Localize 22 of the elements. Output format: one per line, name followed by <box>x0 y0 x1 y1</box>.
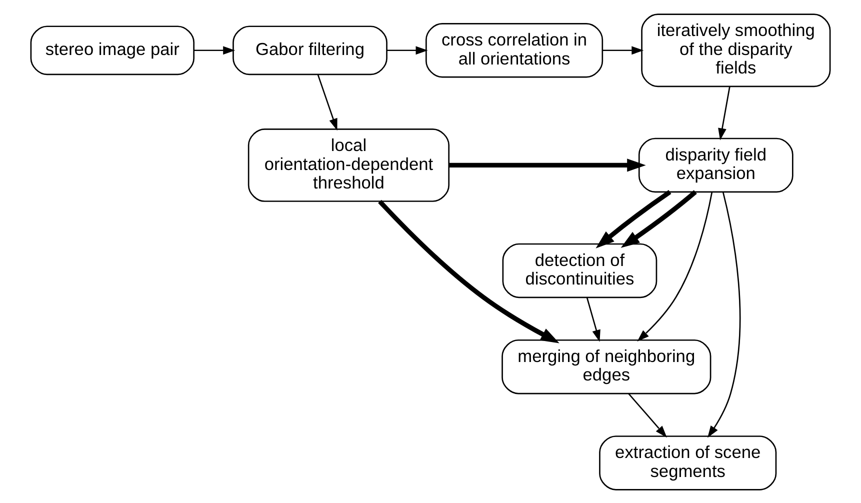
node-box: detection of discontinuities <box>502 242 658 298</box>
arrow <box>718 86 730 140</box>
node-box: disparity field expansion <box>638 137 794 192</box>
arrow <box>378 199 560 343</box>
arrow <box>708 191 741 438</box>
arrow <box>586 296 600 342</box>
arrow <box>596 190 672 248</box>
arrow <box>628 392 667 438</box>
arrow <box>317 74 338 130</box>
arrow <box>602 46 644 54</box>
arrow <box>637 192 713 341</box>
node-box: local orientation-dependent threshold <box>248 128 450 202</box>
node-box: Gabor filtering <box>232 25 388 75</box>
node-box: stereo image pair <box>30 25 194 75</box>
arrow <box>387 46 428 54</box>
node-box: merging of neighboring edges <box>502 338 712 394</box>
arrow <box>194 46 236 54</box>
arrow <box>620 190 697 248</box>
node-box: extraction of scene segments <box>599 435 777 490</box>
arrow <box>449 158 646 172</box>
node-box: iteratively smoothing of the disparity fields <box>641 13 831 87</box>
node-box: cross correlation in all orientations <box>426 22 604 78</box>
